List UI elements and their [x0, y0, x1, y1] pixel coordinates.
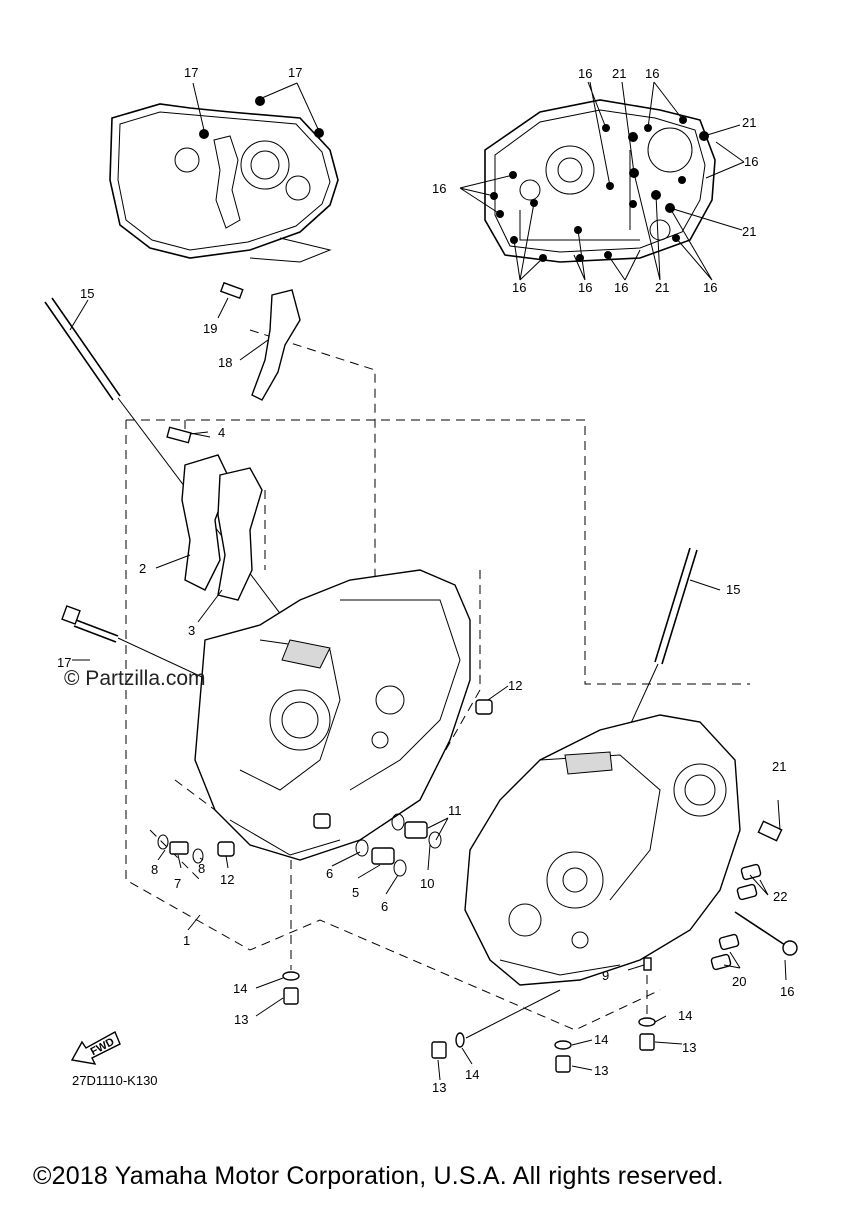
part-code: 27D1110-K130 — [72, 1073, 158, 1088]
left-case-gasket-view — [109, 82, 339, 263]
callout-12: 12 — [220, 872, 235, 887]
callout-21: 21 — [742, 224, 757, 239]
callout-16: 16 — [645, 66, 660, 81]
callout-17: 17 — [57, 655, 72, 670]
right-case-bolt-view — [459, 81, 745, 281]
callout-21: 21 — [655, 280, 670, 295]
callout-15: 15 — [726, 582, 741, 597]
callout-16: 16 — [703, 280, 718, 295]
callout-16: 16 — [432, 181, 447, 196]
left-crankcase — [194, 569, 471, 861]
callout-16: 16 — [614, 280, 629, 295]
callout-17: 17 — [184, 65, 199, 80]
callout-14: 14 — [233, 981, 248, 996]
callout-16: 16 — [744, 154, 759, 169]
watermark: © Partzilla.com — [64, 667, 206, 690]
callout-20: 20 — [732, 974, 747, 989]
callout-14: 14 — [594, 1032, 609, 1047]
callout-21: 21 — [772, 759, 787, 774]
copyright-notice: ©2018 Yamaha Motor Corporation, U.S.A. A… — [33, 1162, 724, 1190]
callout-22: 22 — [773, 889, 788, 904]
stud-bolt-left — [44, 297, 301, 641]
callout-5: 5 — [352, 885, 360, 900]
callout-7: 7 — [174, 876, 182, 891]
callout-3: 3 — [188, 623, 196, 638]
callout-1: 1 — [183, 933, 191, 948]
callout-13: 13 — [234, 1012, 249, 1027]
callout-12: 12 — [508, 678, 523, 693]
callout-14: 14 — [465, 1067, 480, 1082]
callout-9: 9 — [602, 968, 610, 983]
fwd-arrow-icon — [70, 1031, 121, 1065]
callout-4: 4 — [218, 425, 226, 440]
dowel-pins-22 — [710, 863, 762, 971]
callout-16: 16 — [578, 280, 593, 295]
callout-11: 11 — [448, 803, 462, 818]
callout-21: 21 — [612, 66, 627, 81]
callout-6: 6 — [381, 899, 389, 914]
callout-8: 8 — [151, 862, 159, 877]
callout-15: 15 — [80, 286, 95, 301]
callout-21: 21 — [742, 115, 757, 130]
callout-17: 17 — [288, 65, 303, 80]
callout-8: 8 — [198, 861, 206, 876]
right-crankcase — [464, 714, 741, 986]
callout-13: 13 — [682, 1040, 697, 1055]
callout-14: 14 — [678, 1008, 693, 1023]
callout-6: 6 — [326, 866, 334, 881]
callout-13: 13 — [432, 1080, 447, 1095]
callout-16: 16 — [512, 280, 527, 295]
callout-2: 2 — [139, 561, 147, 576]
callout-16: 16 — [780, 984, 795, 999]
callout-10: 10 — [420, 876, 435, 891]
callout-16: 16 — [578, 66, 593, 81]
callout-18: 18 — [218, 355, 233, 370]
callout-19: 19 — [203, 321, 218, 336]
callout-13: 13 — [594, 1063, 609, 1078]
